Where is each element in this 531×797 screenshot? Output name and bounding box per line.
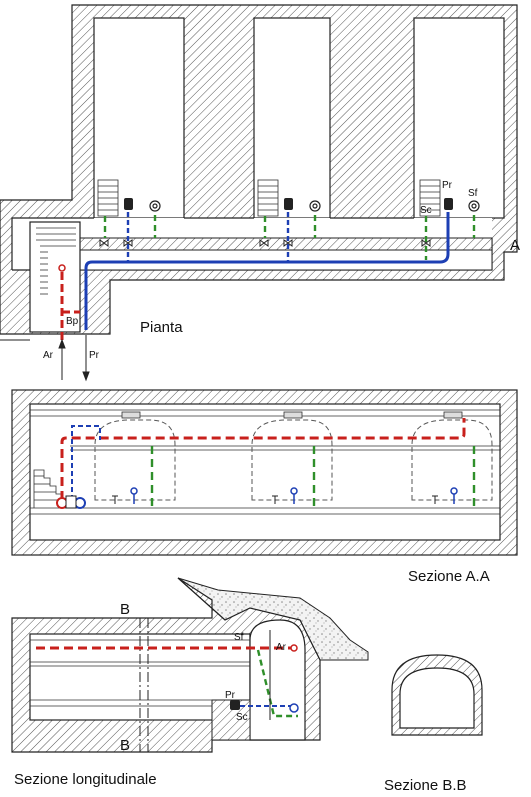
pump-icon [230,700,240,710]
pump-icon [124,198,453,210]
cell-1 [93,17,185,219]
green-drops-aa [150,446,476,508]
plan-label-pr: Pr [442,180,453,191]
long-label-pr: Pr [225,690,236,701]
green-pipe-long [256,649,298,718]
blue-branches [126,212,290,262]
section-aa-title: Sezione A.A [408,568,490,585]
grate-icon [121,411,463,419]
cell-3 [413,17,505,219]
green-branches [103,215,476,260]
plan-label-bp: Bp [66,316,79,327]
pump-machine-icon [56,495,86,509]
stair-icon [36,227,76,295]
dashed-tunnels [94,419,493,501]
plan-corridor-lower [79,249,493,271]
pump-icon [289,703,299,713]
marker-b-bottom: B [120,737,130,754]
section-aa-view [11,389,518,556]
long-label-sc: Sc [236,712,248,723]
plan-label-ar: Ar [43,350,54,361]
plan-label-pr-out: Pr [89,350,100,361]
plan-label-sc: Sc [420,205,432,216]
red-pipe-end [290,644,298,652]
section-cut-line [139,618,149,752]
marker-b-top: B [120,601,130,618]
longitudinal-title: Sezione longitudinale [14,771,157,788]
plan-title: Pianta [140,319,183,336]
plan-view [0,4,518,382]
section-bb-title: Sezione B.B [384,777,467,794]
cell-2 [253,17,331,219]
plan-label-sf: Sf [468,188,478,199]
plan-corridor-outline [11,217,493,271]
longitudinal-view [11,577,369,753]
red-pipe-end [58,264,66,272]
bb-inner [399,667,475,729]
long-label-sf: Sf [234,632,244,643]
flow-arrows [0,335,90,382]
blue-pipe [84,212,450,330]
valve-icon [99,239,431,247]
section-aa-inner [29,403,501,541]
long-label-ar: Ar [276,642,287,653]
long-chamber [249,619,306,741]
section-aa-lines [30,409,500,515]
red-pipe-aa [60,418,466,500]
section-marker-a: A [510,237,520,254]
grate-icon [97,179,441,217]
tank-icon [149,200,480,212]
blue-pipe-aa [71,425,101,500]
pump-icon [130,487,458,504]
section-bb-view [391,654,483,736]
valve-icon [112,495,438,504]
stair-icon [33,469,63,508]
red-pipe-plan [60,272,80,340]
